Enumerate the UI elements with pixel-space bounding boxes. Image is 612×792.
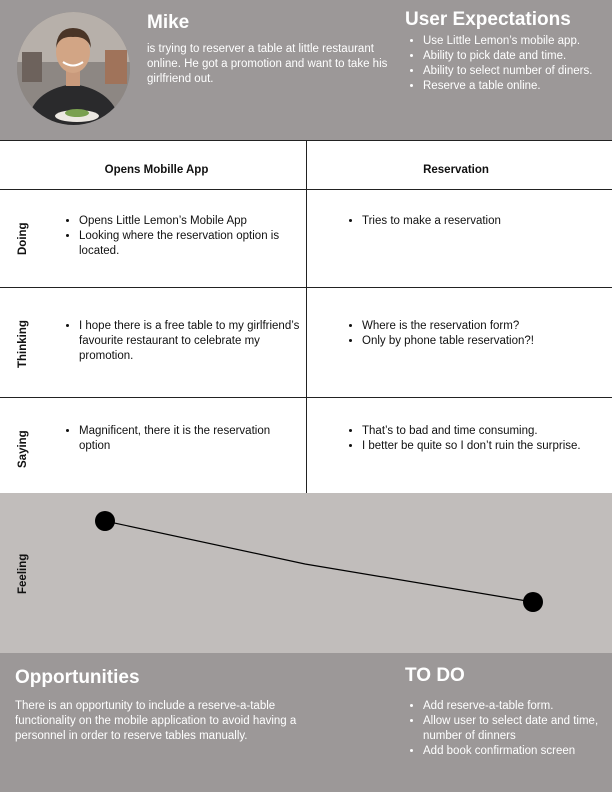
cell-thinking-reservation: Where is the reservation form? Only by p…	[348, 319, 607, 349]
cell-item: Tries to make a reservation	[362, 214, 607, 229]
todo-item: Add reserve-a-table form.	[423, 699, 612, 714]
cell-item: I better be quite so I don’t ruin the su…	[362, 439, 607, 454]
footer-section: Opportunities There is an opportunity to…	[0, 653, 612, 792]
expectation-item: Ability to pick date and time.	[423, 49, 612, 64]
expectation-item: Use Little Lemon’s mobile app.	[423, 34, 612, 49]
column-header-reservation: Reservation	[423, 164, 489, 176]
feeling-section: Feeling	[0, 493, 612, 653]
persona-name: Mike	[147, 12, 190, 33]
feeling-line	[104, 520, 534, 603]
todo-title: TO DO	[405, 665, 465, 686]
expectation-item: Reserve a table online.	[423, 79, 612, 94]
cell-saying-reservation: That’s to bad and time consuming. I bett…	[348, 424, 607, 454]
cell-doing-opens-app: Opens Little Lemon’s Mobile App Looking …	[65, 214, 304, 259]
cell-doing-reservation: Tries to make a reservation	[348, 214, 607, 229]
cell-item: Looking where the reservation option is …	[79, 229, 304, 259]
column-divider	[306, 140, 307, 493]
todo-list: Add reserve-a-table form. Allow user to …	[407, 699, 612, 759]
row-label-saying: Saying	[17, 430, 29, 468]
avatar	[17, 12, 130, 125]
cell-item: Magnificent, there it is the reservation…	[79, 424, 304, 454]
opportunities-text: There is an opportunity to include a res…	[15, 700, 297, 742]
cell-item: Opens Little Lemon’s Mobile App	[79, 214, 304, 229]
opportunities-title: Opportunities	[15, 667, 140, 688]
cell-item: That’s to bad and time consuming.	[362, 424, 607, 439]
expectation-item: Ability to select number of diners.	[423, 64, 612, 79]
row-label-doing: Doing	[17, 222, 29, 255]
cell-item: Where is the reservation form?	[362, 319, 607, 334]
feeling-curve	[95, 511, 543, 612]
cell-thinking-opens-app: I hope there is a free table to my girlf…	[65, 319, 304, 364]
persona-description: is trying to reserver a table at little …	[147, 43, 388, 85]
cell-item: Only by phone table reservation?!	[362, 334, 607, 349]
todo-item: Allow user to select date and time, numb…	[423, 714, 612, 744]
feeling-point-end	[523, 592, 543, 612]
expectations-title: User Expectations	[405, 9, 571, 30]
journey-grid: Opens Mobille App Reservation Doing Open…	[0, 140, 612, 493]
todo-item: Add book confirmation screen	[423, 744, 612, 759]
column-header-opens-app: Opens Mobille App	[104, 164, 209, 176]
feeling-point-start	[95, 511, 115, 531]
cell-item: I hope there is a free table to my girlf…	[79, 319, 304, 364]
persona-header: Mike is trying to reserver a table at li…	[0, 0, 612, 140]
persona-photo	[17, 12, 130, 125]
expectations-list: Use Little Lemon’s mobile app. Ability t…	[407, 34, 612, 94]
cell-saying-opens-app: Magnificent, there it is the reservation…	[65, 424, 304, 454]
row-label-thinking: Thinking	[17, 320, 29, 368]
